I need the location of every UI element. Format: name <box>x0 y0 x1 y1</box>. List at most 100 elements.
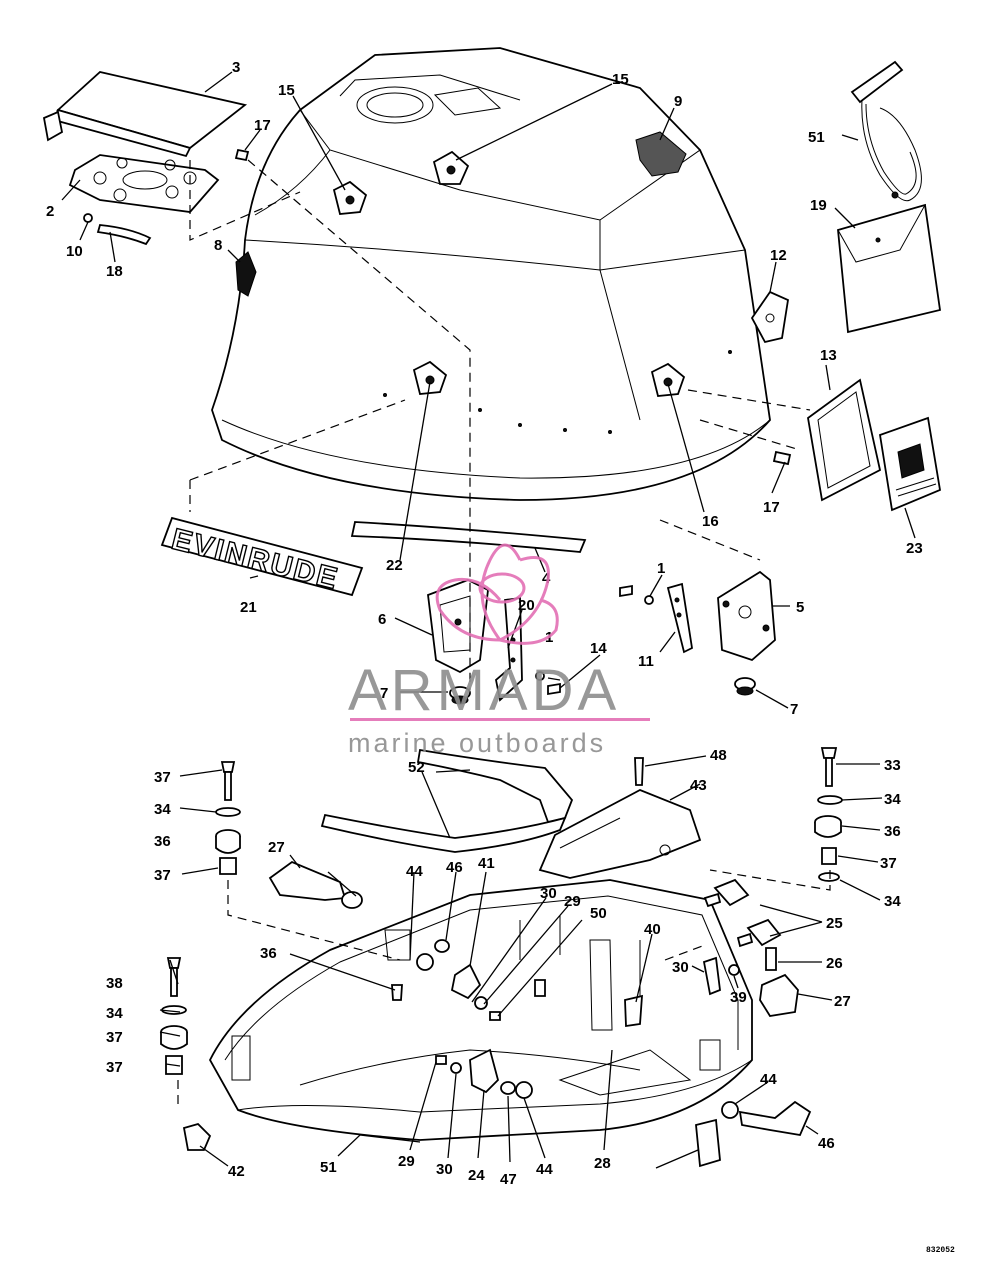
callout-4: 4 <box>542 570 551 587</box>
connector-27 <box>759 973 799 1017</box>
sound-insulation-left <box>235 251 257 297</box>
callout-36c: 37 <box>106 1029 123 1046</box>
grommet-7b <box>734 677 756 696</box>
washer-30a <box>474 996 488 1010</box>
callout-44a: 44 <box>406 863 423 880</box>
linkage-40 <box>624 994 643 1028</box>
callout-34b: 34 <box>884 791 901 808</box>
clip-32 <box>702 956 721 996</box>
screw-48 <box>534 979 546 997</box>
callout-6: 6 <box>378 611 386 628</box>
callout-25: 25 <box>826 915 843 932</box>
seal-strip-18 <box>96 224 152 246</box>
screw-39 <box>728 964 740 976</box>
intake-cover-3 <box>42 71 248 158</box>
grommet-16 <box>650 362 686 397</box>
callout-19: 19 <box>810 197 827 214</box>
evinrude-decal-21: EVINRUDE <box>160 516 364 597</box>
grommet-7a <box>449 686 471 705</box>
sound-insulation-top <box>635 131 687 177</box>
leader-lines <box>61 71 916 1169</box>
bracket-24 <box>469 1048 500 1094</box>
callout-51: 52 <box>408 759 425 776</box>
emblem-decal-23 <box>878 416 942 512</box>
screw-26 <box>765 947 777 971</box>
callout-20: 20 <box>518 597 535 614</box>
watermark-brand: ARMADA <box>348 658 620 723</box>
callout-46b: 47 <box>500 1171 517 1188</box>
callout-labels: 3 15 15 9 17 2 10 18 8 51 19 12 13 16 17… <box>46 59 923 1188</box>
callout-34d: 34 <box>106 1005 123 1022</box>
callout-34a: 34 <box>154 801 171 818</box>
callout-33: 33 <box>884 757 901 774</box>
screw-10 <box>83 213 93 223</box>
callout-38b: 38 <box>106 975 123 992</box>
screw-14b <box>619 584 633 598</box>
callout-18: 18 <box>106 263 123 280</box>
callout-14: 14 <box>590 640 607 657</box>
assembly-lines <box>177 159 831 1110</box>
armada-logo-icon <box>435 543 559 645</box>
mount-stack-left-bottom <box>160 957 188 1075</box>
callout-1a: 1 <box>657 560 665 577</box>
emergency-starter-rope-49 <box>850 60 922 202</box>
callout-36b: 36 <box>884 823 901 840</box>
callout-41: 41 <box>478 855 495 872</box>
callout-15b: 15 <box>612 71 629 88</box>
callout-45: 46 <box>818 1135 835 1152</box>
grommet-46a <box>434 939 450 953</box>
bracket-plate-12 <box>750 290 789 344</box>
clip-41 <box>450 963 482 1000</box>
callout-28: 28 <box>594 1155 611 1172</box>
callout-30a: 30 <box>540 885 557 902</box>
callout-44b: 44 <box>536 1161 553 1178</box>
grommet-15b <box>432 150 470 185</box>
bracket-52 <box>695 1118 721 1168</box>
callout-46a: 46 <box>446 859 463 876</box>
decal-text: EVINRUDE <box>168 523 342 596</box>
screw-29a <box>489 1011 501 1021</box>
screw-29b <box>435 1055 447 1065</box>
bushing-44c <box>721 1101 739 1119</box>
callout-21: 21 <box>240 599 257 616</box>
watermark-tagline: marine outboards <box>348 728 606 758</box>
callout-2: 2 <box>46 203 54 220</box>
callout-34c: 34 <box>884 893 901 910</box>
watermark-underline <box>350 718 650 721</box>
callout-7b: 7 <box>790 701 798 718</box>
callout-39: 39 <box>730 989 747 1006</box>
callout-17a: 17 <box>254 117 271 134</box>
latch-plate-5 <box>717 570 776 662</box>
fittings-25 <box>703 878 782 948</box>
callout-40: 40 <box>644 921 661 938</box>
callout-31: 27 <box>268 839 285 856</box>
callout-48: 50 <box>590 905 607 922</box>
callout-17b: 17 <box>763 499 780 516</box>
seal-strip-4 <box>350 521 587 553</box>
grommet-42 <box>182 1122 212 1151</box>
callout-22: 22 <box>386 557 403 574</box>
callout-15a: 15 <box>278 82 295 99</box>
armada-watermark: ARMADA marine outboards <box>348 543 650 758</box>
callout-8: 8 <box>214 237 222 254</box>
latch-spring-11 <box>666 582 693 654</box>
mount-stack-left-top <box>215 761 241 875</box>
callout-36a: 36 <box>154 833 171 850</box>
instruction-pouch-19 <box>837 203 942 334</box>
lower-motor-cover-50 <box>208 879 753 1141</box>
screw-47 <box>634 757 644 786</box>
callout-30b: 30 <box>436 1161 453 1178</box>
decal-frame-13 <box>807 378 882 502</box>
bushing-44a <box>416 953 434 971</box>
callout-27: 27 <box>834 993 851 1010</box>
mount-stack-right-top <box>814 747 843 882</box>
screw-17b <box>772 450 792 466</box>
callout-43: 43 <box>690 777 707 794</box>
callout-26: 26 <box>826 955 843 972</box>
callout-29b: 29 <box>398 1153 415 1170</box>
callout-42: 42 <box>228 1163 245 1180</box>
upper-motor-cover <box>211 47 771 501</box>
callout-24: 24 <box>468 1167 485 1184</box>
callout-29a: 29 <box>564 893 581 910</box>
